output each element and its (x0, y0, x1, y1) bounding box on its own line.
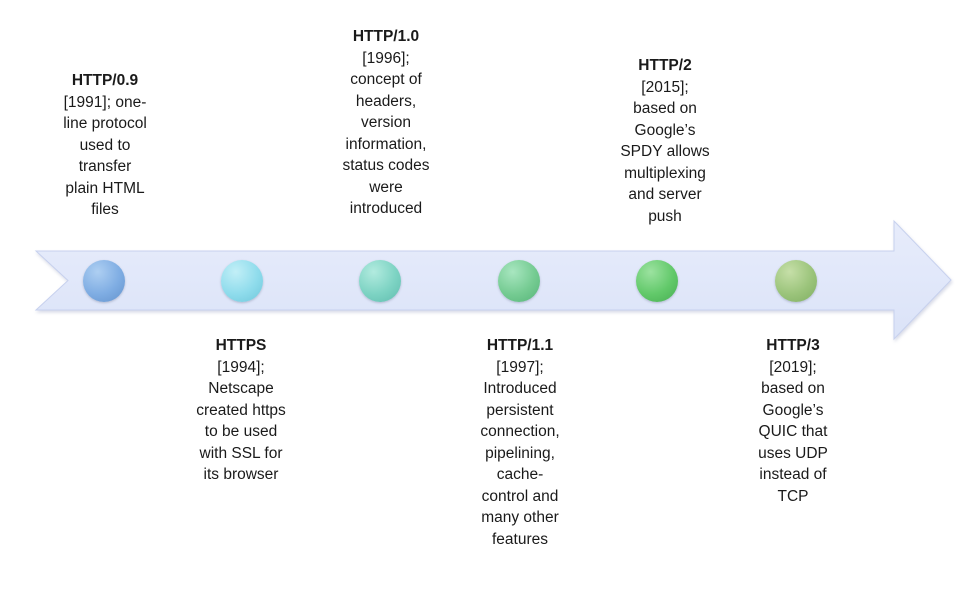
event-https: HTTPS [1994]; Netscape created https to … (166, 335, 316, 486)
event-title: HTTP/3 (766, 337, 820, 354)
timeline-dot-http09 (83, 260, 125, 302)
timeline-dot-http11 (498, 260, 540, 302)
event-title: HTTP/1.0 (352, 28, 420, 45)
event-description: [2015]; based on Google’s SPDY allows mu… (620, 78, 710, 225)
event-http2: HTTP/2 [2015]; based on Google’s SPDY al… (590, 55, 740, 227)
timeline-dot-http10 (359, 260, 401, 302)
event-http11: HTTP/1.1 [1997]; Introduced persistent c… (445, 335, 595, 550)
event-title: HTTP/1.1 (486, 337, 554, 354)
event-description: [2019]; based on Google’s QUIC that uses… (758, 358, 828, 505)
event-description: [1996]; concept of headers, version info… (342, 49, 430, 218)
timeline-dot-http3 (775, 260, 817, 302)
event-http10: HTTP/1.0 [1996]; concept of headers, ver… (311, 26, 461, 220)
timeline-dot-http2 (636, 260, 678, 302)
timeline-dot-https (221, 260, 263, 302)
event-http3: HTTP/3 [2019]; based on Google’s QUIC th… (718, 335, 868, 507)
event-description: [1991]; one- line protocol used to trans… (63, 93, 147, 219)
event-description: [1994]; Netscape created https to be use… (196, 358, 286, 484)
event-http09: HTTP/0.9 [1991]; one- line protocol used… (30, 70, 180, 221)
event-title: HTTPS (215, 337, 267, 354)
arrow-shape (34, 219, 952, 341)
event-title: HTTP/0.9 (71, 72, 139, 89)
event-description: [1997]; Introduced persistent connection… (480, 358, 560, 548)
event-title: HTTP/2 (638, 57, 692, 74)
